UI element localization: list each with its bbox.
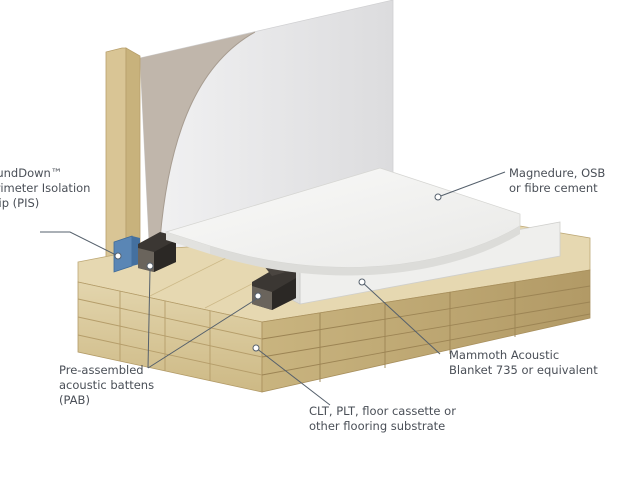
substrate-side — [261, 269, 591, 393]
blanket-marker — [358, 278, 366, 286]
perimeter-isolation-label: SoundDown™ Perimeter Isolation Strip (PI… — [0, 166, 91, 210]
substrate-layers-side — [261, 282, 591, 382]
batten-rear-marker — [146, 262, 154, 270]
pis-marker — [114, 252, 122, 260]
batten-front-marker — [254, 292, 262, 300]
board-marker — [434, 193, 442, 201]
substrate-label: CLT, PLT, floor cassette or other floori… — [309, 404, 456, 433]
acoustic-batten-rear — [138, 232, 176, 272]
substrate-layers-front — [77, 291, 263, 381]
battens-label: Pre-assembled acoustic battens (PAB) — [59, 363, 155, 407]
board-panel — [164, 167, 521, 268]
substrate-marker — [252, 344, 260, 352]
board-label: Magnedure, OSB or fibre cement — [509, 166, 606, 195]
blanket-label: Mammoth Acoustic Blanket 735 or equivale… — [449, 348, 598, 377]
timber-stud — [105, 47, 127, 269]
wall-insulation — [140, 32, 255, 262]
acoustic-batten-front — [252, 258, 300, 310]
leader-lines — [40, 171, 506, 406]
